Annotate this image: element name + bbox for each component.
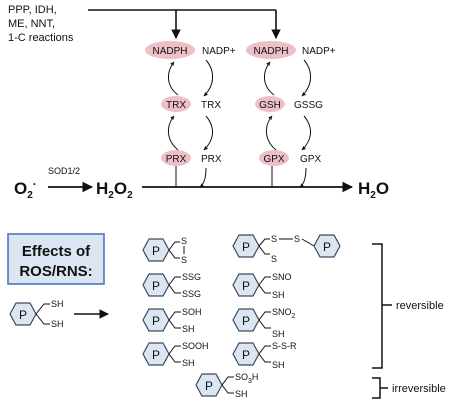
svg-text:S: S bbox=[294, 234, 300, 244]
svg-text:SSG: SSG bbox=[182, 272, 201, 282]
glutathionylation: P SSG SSG bbox=[142, 272, 201, 299]
svg-text:SH: SH bbox=[235, 389, 248, 399]
svg-text:P: P bbox=[242, 314, 250, 328]
reduced-protein: P SH SH bbox=[9, 299, 64, 329]
trx-reduced-oval bbox=[161, 96, 191, 112]
effects-title-box: Effects of ROS/RNS: bbox=[7, 233, 105, 285]
svg-text:P: P bbox=[152, 244, 160, 258]
svg-text:P: P bbox=[323, 240, 331, 254]
svg-text:P: P bbox=[152, 314, 160, 328]
svg-text:SH: SH bbox=[182, 324, 195, 334]
svg-text:SH: SH bbox=[51, 299, 64, 309]
prx-oval bbox=[161, 150, 191, 166]
sulfonylation: P SO3H SH bbox=[195, 372, 258, 399]
gsh-cycle: NADPH NADP+ GSH GSSG GPX GPX bbox=[246, 41, 336, 166]
svg-text:S: S bbox=[181, 236, 187, 246]
s-nitrosylation: P SNO SH bbox=[232, 272, 292, 300]
svg-text:PPP, IDH,: PPP, IDH, bbox=[8, 4, 57, 16]
intramolecular-disulfide: P S S bbox=[142, 236, 187, 265]
svg-text:P: P bbox=[242, 240, 250, 254]
svg-text:P: P bbox=[242, 279, 250, 293]
input-reactions-label: PPP, IDH, ME, NNT, 1-C reactions bbox=[8, 4, 74, 44]
irreversible-label: irreversible bbox=[392, 383, 446, 395]
svg-text:NADP+: NADP+ bbox=[202, 46, 236, 57]
svg-text:NADP+: NADP+ bbox=[302, 46, 336, 57]
svg-text:PRX: PRX bbox=[166, 154, 187, 165]
h2o2-label: H2O2 bbox=[96, 179, 133, 201]
sod-label: SOD1/2 bbox=[48, 166, 80, 176]
svg-text:NADPH: NADPH bbox=[253, 46, 288, 57]
gpx-oval bbox=[259, 150, 289, 166]
svg-text:SNO: SNO bbox=[272, 272, 292, 282]
sulfinylation: P SOOH SH bbox=[142, 341, 209, 368]
sulfenylation: P SOH SH bbox=[142, 307, 202, 334]
sno2-label: SNO2 bbox=[272, 307, 296, 320]
svg-text:ROS/RNS:: ROS/RNS: bbox=[19, 263, 92, 280]
mixed-disulfide: P S-S-R SH bbox=[232, 341, 297, 370]
svg-text:S: S bbox=[271, 254, 277, 264]
nadph-oval-left bbox=[145, 41, 195, 59]
s-nitration: P SNO2 SH bbox=[232, 307, 296, 339]
svg-text:SH: SH bbox=[272, 290, 285, 300]
svg-text:P: P bbox=[152, 348, 160, 362]
svg-text:TRX: TRX bbox=[166, 100, 186, 111]
water-label: H2O bbox=[358, 179, 389, 201]
svg-text:SH: SH bbox=[51, 319, 64, 329]
svg-text:1-C reactions: 1-C reactions bbox=[8, 32, 74, 44]
svg-text:TRX: TRX bbox=[201, 100, 221, 111]
svg-text:P: P bbox=[205, 379, 213, 393]
svg-text:NADPH: NADPH bbox=[152, 46, 187, 57]
svg-text:GPX: GPX bbox=[300, 154, 321, 165]
superoxide-label: O2· bbox=[14, 177, 37, 201]
protein-hexagon bbox=[313, 234, 341, 258]
trx-cycle: NADPH NADP+ TRX TRX PRX PRX bbox=[145, 41, 236, 166]
nadph-oval-right bbox=[246, 41, 296, 59]
svg-text:S-S-R: S-S-R bbox=[272, 341, 297, 351]
svg-text:GSSG: GSSG bbox=[294, 100, 323, 111]
reversible-label: reversible bbox=[396, 300, 444, 312]
svg-text:SH: SH bbox=[272, 329, 285, 339]
svg-text:S: S bbox=[181, 255, 187, 265]
svg-text:GSH: GSH bbox=[259, 100, 281, 111]
reversible-bracket bbox=[372, 243, 392, 369]
svg-text:P: P bbox=[152, 279, 160, 293]
svg-text:Effects of: Effects of bbox=[22, 243, 91, 260]
svg-text:P: P bbox=[242, 348, 250, 362]
svg-text:PRX: PRX bbox=[201, 154, 222, 165]
svg-text:ME, NNT,: ME, NNT, bbox=[8, 18, 55, 30]
svg-text:GPX: GPX bbox=[263, 154, 284, 165]
main-reaction: O2· SOD1/2 H2O2 H2O bbox=[14, 165, 389, 201]
svg-text:S: S bbox=[271, 234, 277, 244]
svg-text:SOOH: SOOH bbox=[182, 341, 209, 351]
irreversible-bracket bbox=[372, 377, 388, 399]
svg-text:SOH: SOH bbox=[182, 307, 202, 317]
gsh-oval bbox=[255, 96, 285, 112]
svg-text:SH: SH bbox=[272, 360, 285, 370]
svg-text:P: P bbox=[19, 308, 27, 322]
svg-text:SSG: SSG bbox=[182, 289, 201, 299]
input-arrows bbox=[88, 9, 281, 39]
intermolecular-disulfide: P S S S P bbox=[232, 234, 341, 264]
svg-text:SH: SH bbox=[182, 358, 195, 368]
so3h-label: SO3H bbox=[235, 372, 258, 385]
